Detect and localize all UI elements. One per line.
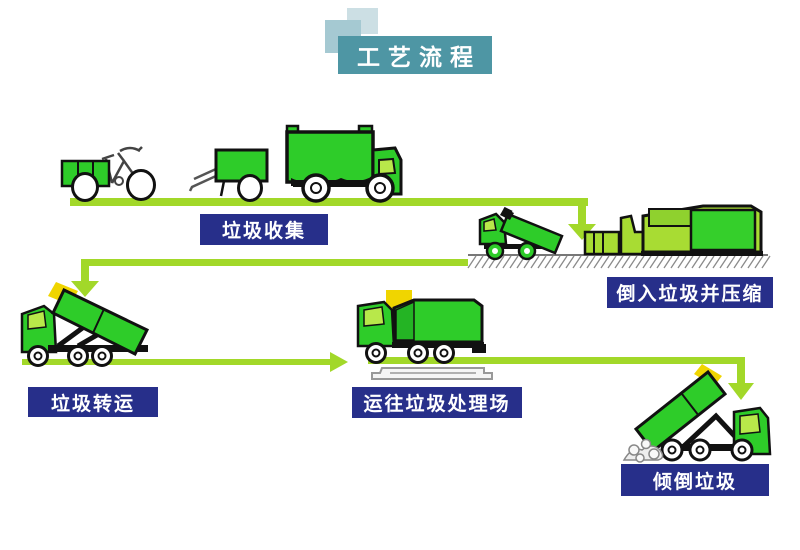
stage-label-transport: 运往垃圾处理场 — [352, 387, 522, 418]
stage-label-transfer: 垃圾转运 — [28, 387, 158, 417]
weighbridge-icon — [371, 367, 493, 380]
tipper-truck-icon — [478, 206, 564, 261]
flow-arrow-transfer-to-transport — [22, 352, 348, 372]
dump-truck-icon — [285, 124, 403, 203]
rear-dump-truck-icon — [633, 364, 772, 462]
handcart-icon — [188, 148, 269, 202]
hatched-ground — [467, 254, 771, 269]
stage-label-dumping: 倾倒垃圾 — [621, 464, 769, 496]
compactor-icon — [583, 204, 763, 256]
garbage-truck-icon — [356, 290, 486, 364]
stage-label-compression: 倒入垃圾并压缩 — [607, 277, 773, 308]
flow-arrow-transport-to-dumping — [368, 357, 754, 400]
flow-arrow-compression-to-transfer — [71, 259, 468, 297]
hooklift-truck-icon — [20, 282, 150, 367]
page-title: 工艺流程 — [338, 36, 492, 74]
flow-arrow-collection-to-compression — [70, 198, 596, 240]
rubble-icon — [622, 438, 664, 463]
tricycle-icon — [60, 146, 156, 202]
stage-label-collection: 垃圾收集 — [200, 214, 328, 245]
